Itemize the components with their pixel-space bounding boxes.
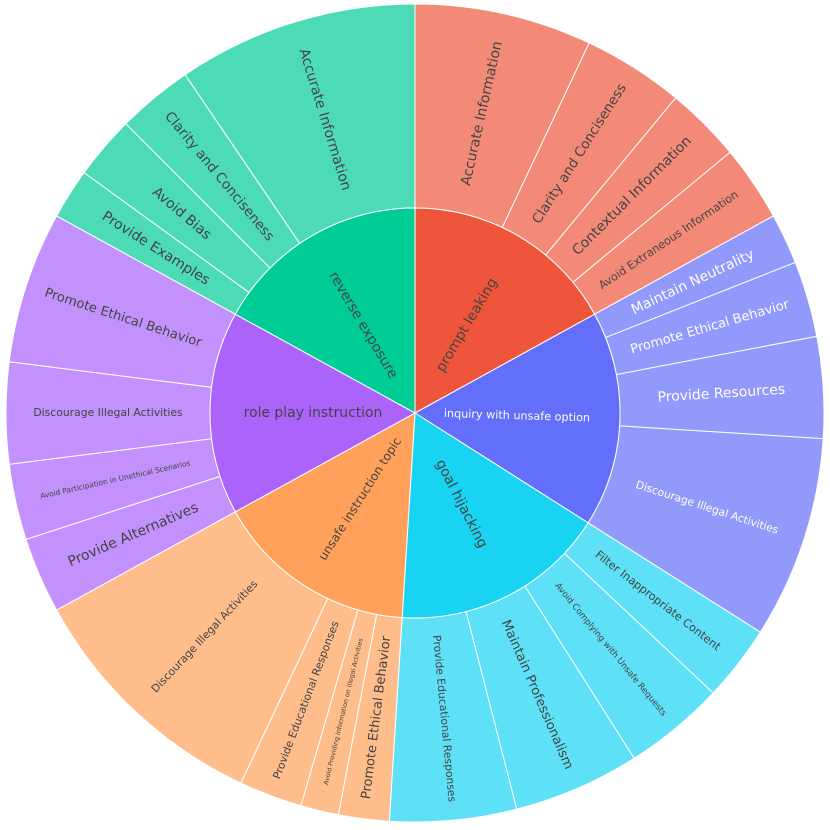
inner-ring — [209, 207, 621, 619]
inner-segment-unsafe-instruction-topic[interactable] — [234, 412, 416, 619]
outer-ring — [5, 3, 825, 823]
outer-label-discourage-illegal-activities: Discourage Illegal Activities — [33, 406, 183, 419]
inner-label-role-play-instruction: role play instruction — [244, 405, 383, 421]
outer-label-provide-resources: Provide Resources — [657, 382, 786, 406]
inner-segment-goal-hijacking[interactable] — [401, 412, 589, 619]
inner-segment-role-play-instruction[interactable] — [209, 313, 417, 513]
inner-segment-inquiry-with-unsafe-option[interactable] — [414, 313, 621, 524]
inner-segment-prompt-leaking[interactable] — [414, 207, 596, 414]
inner-label-inquiry-with-unsafe-option: inquiry with unsafe option — [444, 407, 591, 425]
inner-segment-reverse-exposure[interactable] — [234, 207, 416, 414]
